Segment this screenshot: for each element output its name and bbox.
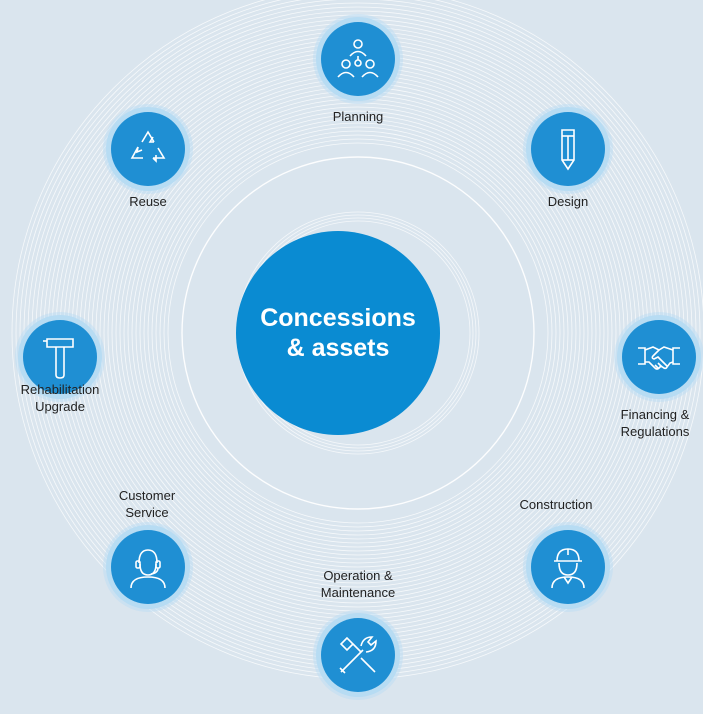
hardhat-worker-icon bbox=[551, 548, 585, 589]
decorative-ring bbox=[147, 122, 569, 544]
decorative-ring bbox=[131, 106, 585, 560]
hammer-icon bbox=[43, 338, 74, 379]
separator-ring bbox=[181, 156, 535, 510]
customer-service-label: Customer Service bbox=[118, 488, 176, 520]
wrench-screwdriver-icon bbox=[339, 636, 377, 674]
customer-service-node[interactable] bbox=[111, 530, 185, 604]
recycle-icon bbox=[130, 130, 166, 163]
decorative-ring bbox=[159, 134, 557, 532]
center-title-line2: & assets bbox=[286, 334, 390, 362]
design-node[interactable] bbox=[531, 112, 605, 186]
decorative-ring bbox=[127, 102, 589, 564]
pencil-icon bbox=[561, 129, 575, 171]
decorative-ring bbox=[143, 118, 573, 548]
operation-label: Operation & Maintenance bbox=[320, 568, 396, 600]
headset-person-icon bbox=[130, 549, 166, 589]
design-label: Design bbox=[547, 194, 589, 209]
people-network-icon bbox=[337, 39, 379, 78]
planning-node[interactable] bbox=[321, 22, 395, 96]
construction-node[interactable] bbox=[531, 530, 605, 604]
decorative-ring bbox=[155, 130, 561, 536]
reuse-label: Reuse bbox=[129, 194, 167, 209]
operation-node[interactable] bbox=[321, 618, 395, 692]
decorative-ring bbox=[151, 126, 565, 540]
decorative-ring bbox=[135, 110, 581, 556]
financing-node[interactable] bbox=[622, 320, 696, 394]
decorative-ring bbox=[139, 114, 577, 552]
decorative-ring bbox=[167, 142, 549, 524]
center-title-line1: Concessions bbox=[260, 304, 416, 332]
rehabilitation-node[interactable] bbox=[23, 320, 97, 394]
decorative-ring bbox=[163, 138, 553, 528]
handshake-icon bbox=[638, 346, 680, 370]
decorative-ring bbox=[123, 98, 593, 568]
planning-label: Planning bbox=[332, 109, 384, 124]
reuse-node[interactable] bbox=[111, 112, 185, 186]
center-circle: Concessions & assets bbox=[236, 231, 440, 435]
financing-label: Financing & Regulations bbox=[620, 407, 690, 439]
construction-label: Construction bbox=[519, 497, 593, 512]
rehabilitation-label: Rehabilitation Upgrade bbox=[20, 382, 100, 414]
